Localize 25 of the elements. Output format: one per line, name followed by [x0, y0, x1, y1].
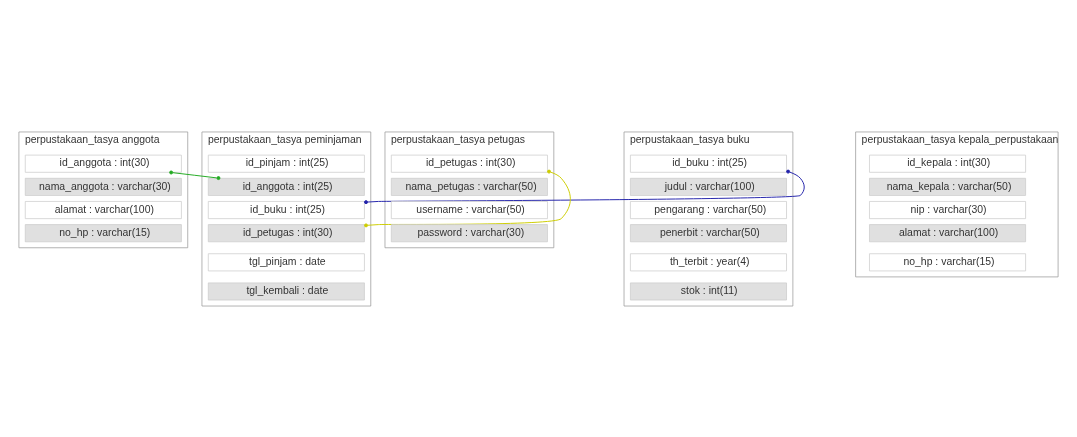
- node-box: id_buku : int(25): [630, 154, 787, 173]
- node-box: username : varchar(50): [390, 200, 548, 219]
- node-box: password : varchar(30): [390, 223, 548, 242]
- node-box: nama_anggota : varchar(30): [24, 177, 182, 196]
- node-box: alamat : varchar(100): [24, 200, 182, 219]
- connector: [169, 170, 221, 180]
- node-box: nip : varchar(30): [869, 200, 1026, 219]
- node-box: id_petugas : int(30): [390, 154, 548, 173]
- node-box: alamat : varchar(100): [869, 223, 1026, 242]
- node-box: stok : int(11): [630, 282, 787, 300]
- node-box: th_terbit : year(4): [630, 252, 787, 271]
- node-box: tgl_kembali : date: [207, 282, 365, 300]
- node-box: tgl_pinjam : date: [207, 252, 365, 271]
- node-box: id_pinjam : int(25): [207, 154, 365, 173]
- node-box: pengarang : varchar(50): [630, 200, 787, 219]
- node-box: no_hp : varchar(15): [869, 252, 1026, 271]
- node-box: judul : varchar(100): [630, 177, 787, 196]
- connector: [364, 169, 805, 204]
- node-box: penerbit : varchar(50): [630, 223, 787, 242]
- node-box: id_petugas : int(30): [207, 223, 365, 242]
- node-box: id_buku : int(25): [207, 200, 365, 219]
- node-box: nama_kepala : varchar(50): [869, 177, 1026, 196]
- node-box: nama_petugas : varchar(50): [390, 177, 548, 196]
- node-box: id_kepala : int(30): [869, 154, 1026, 173]
- node-box: no_hp : varchar(15): [24, 223, 182, 242]
